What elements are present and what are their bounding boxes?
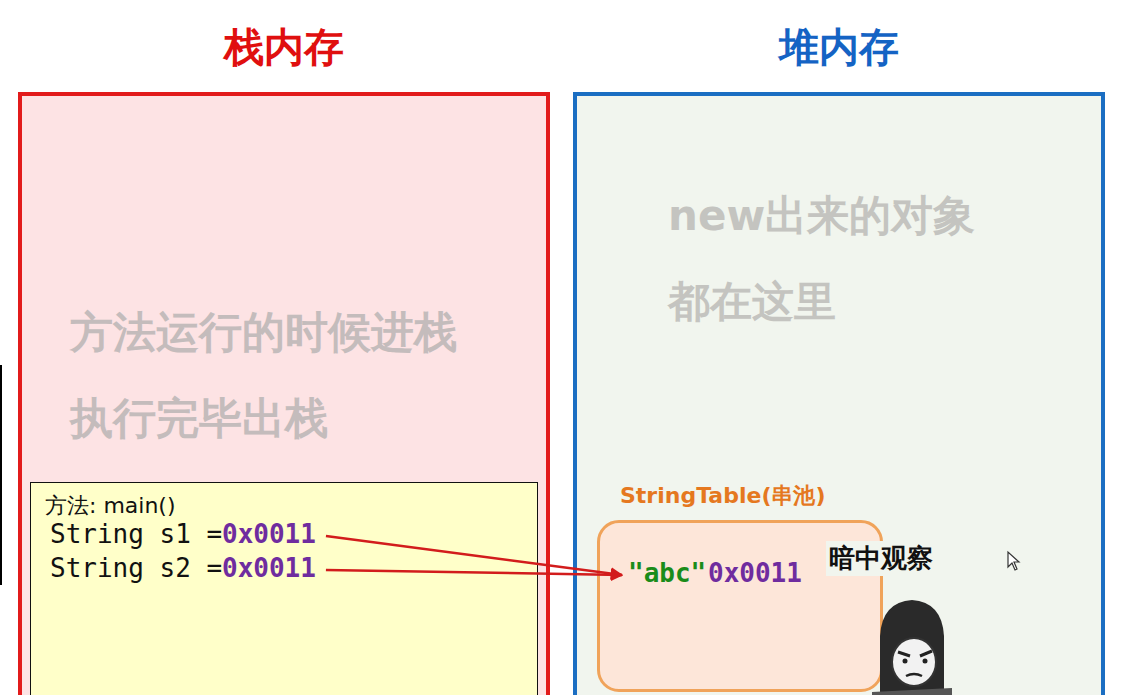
reference-arrow — [326, 570, 622, 575]
meme-eye — [903, 659, 908, 664]
region-note: new出来的对象 都在这里 — [668, 173, 988, 345]
method-name: 方法: main() — [45, 491, 176, 521]
meme-caption: 暗中观察 — [826, 541, 936, 576]
margin-line — [0, 0, 6, 695]
string-literal: "abc" — [628, 558, 706, 588]
reference-arrow — [326, 536, 622, 575]
variable-decl: String s1 = — [50, 519, 222, 549]
region-title: 栈内存 — [18, 20, 550, 75]
address-value: 0x0011 — [708, 558, 802, 588]
pool-title: StringTable(串池) — [620, 481, 826, 511]
region-note: 方法运行的时候进栈 执行完毕出栈 — [70, 289, 470, 461]
meme-eye — [923, 659, 928, 664]
variable-decl: String s2 = — [50, 553, 222, 583]
region-title: 堆内存 — [573, 20, 1105, 75]
peeking-meme — [872, 596, 952, 695]
mouse-cursor — [1008, 552, 1019, 570]
address-value: 0x0011 — [222, 519, 316, 549]
meme-face — [892, 638, 936, 686]
meme-hair — [880, 600, 944, 695]
margin-line — [0, 365, 2, 585]
method-frame: 方法: main()String s1 =0x0011String s2 =0x… — [30, 482, 538, 695]
heap-region: 堆内存new出来的对象 都在这里StringTable(串池)"abc"0x00… — [573, 92, 1105, 695]
stack-region: 栈内存方法运行的时候进栈 执行完毕出栈方法: main()String s1 =… — [18, 92, 550, 695]
address-value: 0x0011 — [222, 553, 316, 583]
meme-brows — [898, 651, 932, 656]
meme-mouth — [906, 674, 922, 676]
mouse-cursor — [1006, 550, 1022, 572]
meme-desk — [872, 688, 952, 695]
